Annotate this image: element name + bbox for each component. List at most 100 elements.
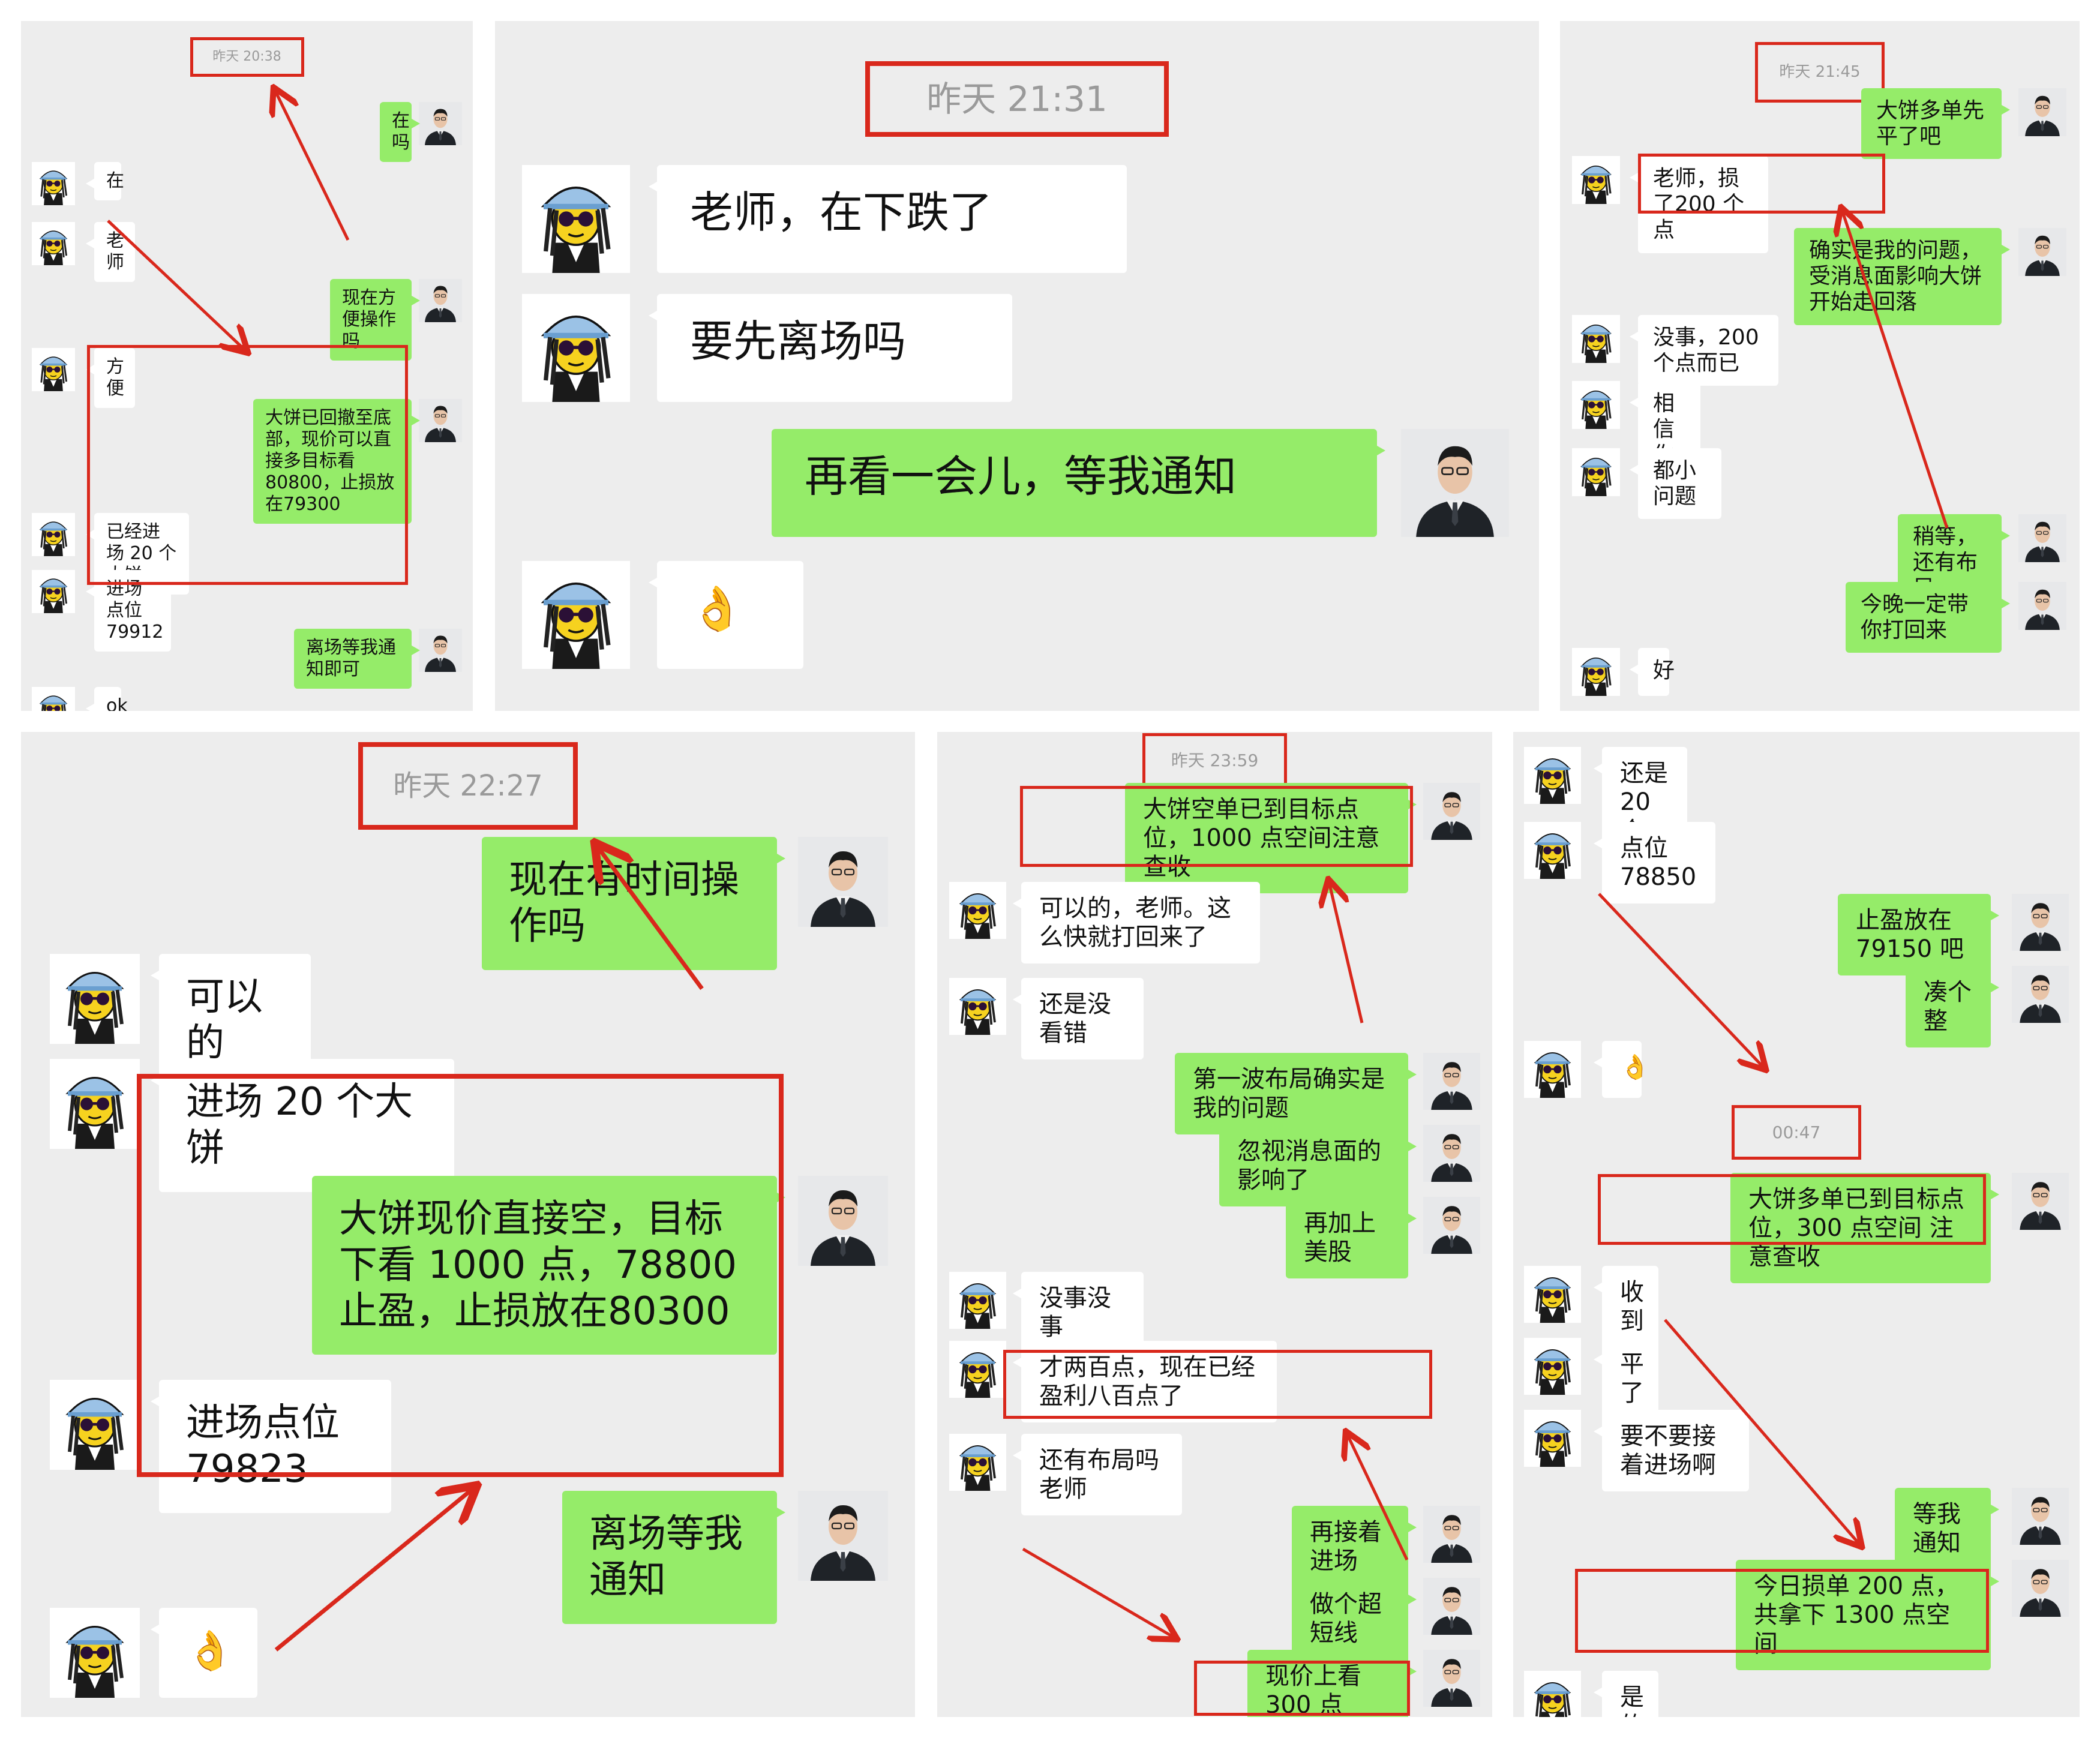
incoming-message-bubble[interactable]: 老师 xyxy=(86,222,135,282)
incoming-message-bubble[interactable]: ok xyxy=(86,687,128,711)
advisor-avatar-icon[interactable] xyxy=(2012,1488,2069,1545)
user-avatar-icon[interactable] xyxy=(32,348,75,391)
user-avatar-icon[interactable] xyxy=(32,570,75,613)
outgoing-message-bubble[interactable]: 大饼空单已到目标点位，1000 点空间注意查收 xyxy=(1125,783,1417,893)
incoming-message-bubble[interactable]: 👌 xyxy=(151,1608,257,1698)
advisor-avatar-icon[interactable] xyxy=(419,279,462,322)
user-avatar-icon[interactable] xyxy=(1572,648,1620,696)
advisor-avatar-icon[interactable] xyxy=(798,837,888,927)
incoming-message-bubble[interactable]: 平了 xyxy=(1594,1338,1658,1419)
advisor-avatar-icon[interactable] xyxy=(1423,1053,1480,1110)
incoming-message-bubble[interactable]: 进场 20 个大饼 xyxy=(151,1059,454,1192)
user-avatar-icon[interactable] xyxy=(1572,156,1620,204)
incoming-message-bubble[interactable]: 还有布局吗老师 xyxy=(1013,1434,1182,1515)
outgoing-message-bubble[interactable]: 第一波布局确实是我的问题 xyxy=(1175,1053,1417,1134)
outgoing-message-bubble[interactable]: 大饼多单已到目标点位，300 点空间 注意查收 xyxy=(1730,1173,1999,1283)
incoming-message-bubble[interactable]: 好 xyxy=(1630,648,1675,696)
incoming-message-bubble[interactable]: 没事没事 xyxy=(1013,1272,1144,1353)
user-avatar-icon[interactable] xyxy=(1524,747,1581,804)
user-avatar-icon[interactable] xyxy=(50,1608,140,1698)
user-avatar-icon[interactable] xyxy=(1524,1266,1581,1323)
message-row: 收到 xyxy=(1513,1266,2080,1347)
user-avatar-icon[interactable] xyxy=(522,561,630,669)
user-avatar-icon[interactable] xyxy=(1524,1410,1581,1467)
outgoing-message-bubble[interactable]: 做个超短线 xyxy=(1292,1578,1417,1659)
advisor-avatar-icon[interactable] xyxy=(798,1491,888,1581)
outgoing-message-bubble[interactable]: 离场等我通知即可 xyxy=(294,629,420,689)
incoming-message-bubble[interactable]: 👌 xyxy=(1594,1041,1650,1098)
advisor-avatar-icon[interactable] xyxy=(1423,1578,1480,1635)
user-avatar-icon[interactable] xyxy=(1524,1041,1581,1098)
incoming-message-bubble[interactable]: 才两百点，现在已经盈利八百点了 xyxy=(1013,1341,1277,1422)
outgoing-message-bubble[interactable]: 今晚一定带你打回来 xyxy=(1846,582,2010,653)
incoming-message-bubble[interactable]: 点位 78850 xyxy=(1594,822,1715,903)
outgoing-message-bubble[interactable]: 今日损单 200 点，共拿下 1300 点空间 xyxy=(1736,1560,1999,1670)
advisor-avatar-icon[interactable] xyxy=(2012,966,2069,1023)
incoming-message-bubble[interactable]: 可以的，老师。这么快就打回来了 xyxy=(1013,882,1260,963)
user-avatar-icon[interactable] xyxy=(50,1059,140,1149)
user-avatar-icon[interactable] xyxy=(949,1272,1006,1329)
incoming-message-bubble[interactable]: 👌 xyxy=(649,561,803,669)
advisor-avatar-icon[interactable] xyxy=(1423,1650,1480,1707)
incoming-message-bubble[interactable]: 是的 xyxy=(1594,1671,1658,1717)
user-avatar-icon[interactable] xyxy=(32,162,75,205)
incoming-message-bubble[interactable]: 收到 xyxy=(1594,1266,1658,1347)
advisor-avatar-icon[interactable] xyxy=(419,102,462,145)
incoming-message-bubble[interactable]: 要先离场吗 xyxy=(649,294,1012,402)
incoming-message-bubble[interactable]: 在 xyxy=(86,162,124,200)
advisor-avatar-icon[interactable] xyxy=(2012,1560,2069,1617)
user-avatar-icon[interactable] xyxy=(32,513,75,556)
user-avatar-icon[interactable] xyxy=(1524,1671,1581,1717)
outgoing-message-bubble[interactable]: 现在有时间操作吗 xyxy=(482,837,785,970)
outgoing-message-bubble[interactable]: 大饼多单先平了吧 xyxy=(1861,88,2010,160)
outgoing-message-bubble[interactable]: 止盈放在 79150 吧 xyxy=(1838,894,1999,975)
incoming-message-bubble[interactable]: 没事，200 个点而已 xyxy=(1630,315,1778,386)
advisor-avatar-icon[interactable] xyxy=(1401,429,1509,537)
user-avatar-icon[interactable] xyxy=(1524,1338,1581,1395)
user-avatar-icon[interactable] xyxy=(50,1380,140,1470)
incoming-message-bubble[interactable]: 要不要接着进场啊 xyxy=(1594,1410,1749,1491)
user-avatar-icon[interactable] xyxy=(1572,315,1620,363)
user-avatar-icon[interactable] xyxy=(1524,822,1581,879)
advisor-avatar-icon[interactable] xyxy=(2012,1173,2069,1230)
message-row: 是的 xyxy=(1513,1671,2080,1717)
user-avatar-icon[interactable] xyxy=(50,954,140,1044)
advisor-avatar-icon[interactable] xyxy=(1423,783,1480,840)
advisor-avatar-icon[interactable] xyxy=(2018,514,2066,562)
advisor-avatar-icon[interactable] xyxy=(2018,228,2066,276)
outgoing-message-bubble[interactable]: 确实是我的问题，受消息面影响大饼开始走回落 xyxy=(1794,228,2010,325)
outgoing-message-bubble[interactable]: 再接着进场 xyxy=(1292,1506,1417,1587)
user-avatar-icon[interactable] xyxy=(949,1341,1006,1398)
outgoing-message-bubble[interactable]: 再看一会儿，等我通知 xyxy=(772,429,1385,537)
advisor-avatar-icon[interactable] xyxy=(419,399,462,442)
advisor-avatar-icon[interactable] xyxy=(419,629,462,672)
user-avatar-icon[interactable] xyxy=(949,882,1006,939)
user-avatar-icon[interactable] xyxy=(522,165,630,273)
user-avatar-icon[interactable] xyxy=(522,294,630,402)
outgoing-message-bubble[interactable]: 凑个整 xyxy=(1906,966,1999,1047)
user-avatar-icon[interactable] xyxy=(1572,381,1620,429)
advisor-avatar-icon[interactable] xyxy=(2012,894,2069,951)
outgoing-message-bubble[interactable]: 离场等我通知 xyxy=(562,1491,785,1624)
advisor-avatar-icon[interactable] xyxy=(1423,1506,1480,1563)
outgoing-message-bubble[interactable]: 现价上看 300 点 xyxy=(1247,1650,1417,1717)
incoming-message-bubble[interactable]: 老师，在下跌了 xyxy=(649,165,1127,273)
incoming-message-bubble[interactable]: 还是没看错 xyxy=(1013,978,1144,1059)
outgoing-message-bubble[interactable]: 再加上美股 xyxy=(1286,1197,1417,1278)
outgoing-message-bubble[interactable]: 大饼已回撤至底部，现价可以直接多目标看80800，止损放在79300 xyxy=(253,399,420,524)
advisor-avatar-icon[interactable] xyxy=(1423,1125,1480,1182)
user-avatar-icon[interactable] xyxy=(949,1434,1006,1491)
outgoing-message-bubble[interactable]: 在吗 xyxy=(380,102,420,162)
user-avatar-icon[interactable] xyxy=(1572,448,1620,496)
advisor-avatar-icon[interactable] xyxy=(798,1176,888,1266)
user-avatar-icon[interactable] xyxy=(949,978,1006,1035)
advisor-avatar-icon[interactable] xyxy=(2018,582,2066,630)
outgoing-message-bubble[interactable]: 大饼现价直接空，目标下看 1000 点，78800 止盈，止损放在80300 xyxy=(312,1176,785,1355)
advisor-avatar-icon[interactable] xyxy=(1423,1197,1480,1254)
user-avatar-icon[interactable] xyxy=(32,687,75,711)
advisor-avatar-icon[interactable] xyxy=(2018,88,2066,136)
incoming-message-bubble[interactable]: 方便 xyxy=(86,348,135,408)
user-avatar-icon[interactable] xyxy=(32,222,75,265)
outgoing-message-bubble[interactable]: 忽视消息面的影响了 xyxy=(1219,1125,1417,1206)
incoming-message-bubble[interactable]: 都小问题 xyxy=(1630,448,1721,520)
